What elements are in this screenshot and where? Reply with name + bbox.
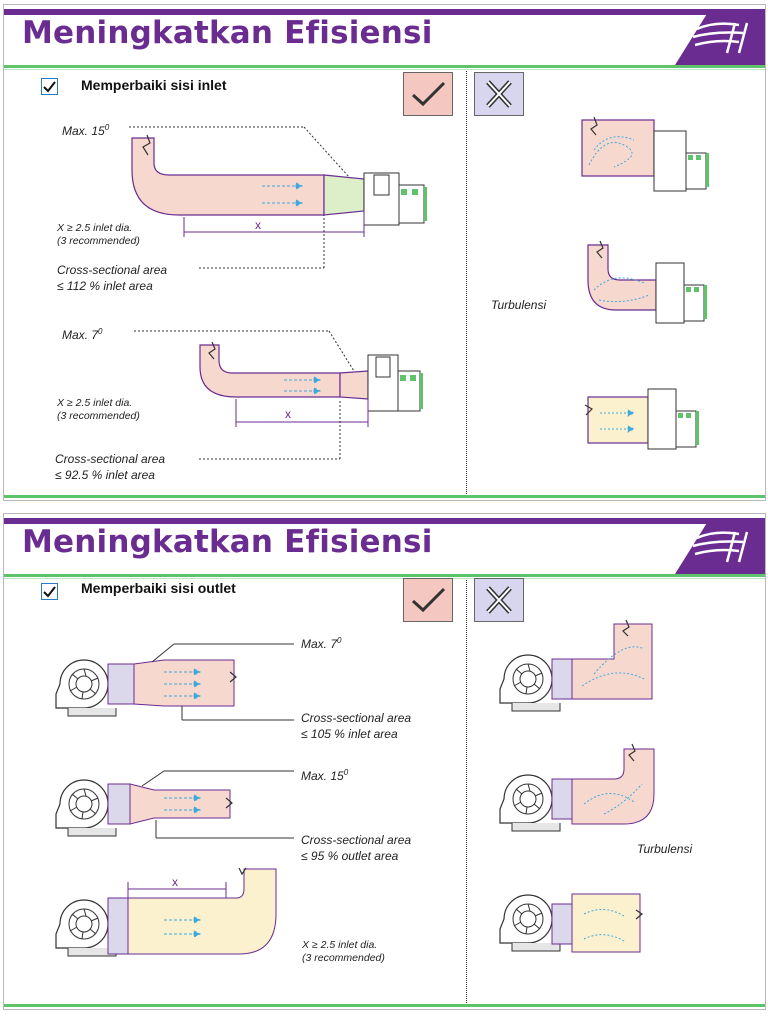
max-angle-label-b: Max. 150 [301, 768, 349, 783]
green-rule [4, 574, 765, 577]
x-rule-label-a: X ≥ 2.5 inlet dia.(3 recommended) [57, 222, 140, 247]
cross-icon [486, 80, 512, 108]
x-dimension: x [172, 875, 178, 889]
brand-logo-icon [675, 9, 765, 65]
section-subtitle: Memperbaiki sisi inlet [81, 77, 227, 93]
bad-example-box [474, 72, 524, 116]
check-icon [43, 81, 56, 93]
inlet-bad-diagrams [581, 116, 709, 450]
check-icon [411, 81, 446, 107]
area-label-b: Cross-sectional area≤ 95 % outlet area [301, 833, 412, 863]
check-icon [43, 586, 56, 598]
slide-outlet: Meningkatkan Efisiensi Memperbaiki sisi … [3, 513, 766, 1010]
turbulence-label: Turbulensi [637, 842, 693, 856]
cross-icon [486, 586, 512, 614]
area-label-a: Cross-sectional area≤ 105 % inlet area [301, 711, 412, 741]
max-angle-label-b: Max. 70 [62, 327, 103, 342]
slide-title: Meningkatkan Efisiensi [22, 524, 433, 560]
checkbox-outlet[interactable] [41, 583, 58, 600]
bottom-rule [4, 495, 765, 498]
column-divider [466, 71, 467, 496]
column-divider [466, 580, 467, 1005]
slide-inlet: Meningkatkan Efisiensi Memperbaiki sisi … [3, 4, 766, 501]
brand-logo-icon [675, 518, 765, 574]
x-rule-label: X ≥ 2.5 inlet dia.(3 recommended) [302, 939, 385, 964]
slide-title: Meningkatkan Efisiensi [22, 15, 433, 51]
top-rule [4, 518, 765, 524]
turbulence-label: Turbulensi [491, 298, 547, 312]
section-subtitle: Memperbaiki sisi outlet [81, 580, 236, 596]
good-example-box [403, 72, 453, 116]
x-rule-label-b: X ≥ 2.5 inlet dia.(3 recommended) [57, 397, 140, 422]
bad-example-box [474, 578, 524, 622]
inlet-good-diagrams [129, 126, 427, 460]
x-dimension-b: x [285, 407, 291, 421]
good-example-box [403, 578, 453, 622]
outlet-diagrams [55, 619, 655, 957]
check-icon [411, 587, 446, 613]
x-dimension-a: x [255, 218, 261, 232]
max-angle-label-a: Max. 150 [62, 123, 110, 138]
bottom-rule [4, 1004, 765, 1007]
checkbox-inlet[interactable] [41, 78, 58, 95]
green-rule [4, 65, 765, 68]
area-label-b: Cross-sectional area≤ 92.5 % inlet area [55, 452, 166, 482]
max-angle-label-a: Max. 70 [301, 636, 342, 651]
top-rule [4, 9, 765, 15]
area-label-a: Cross-sectional area≤ 112 % inlet area [57, 263, 168, 293]
